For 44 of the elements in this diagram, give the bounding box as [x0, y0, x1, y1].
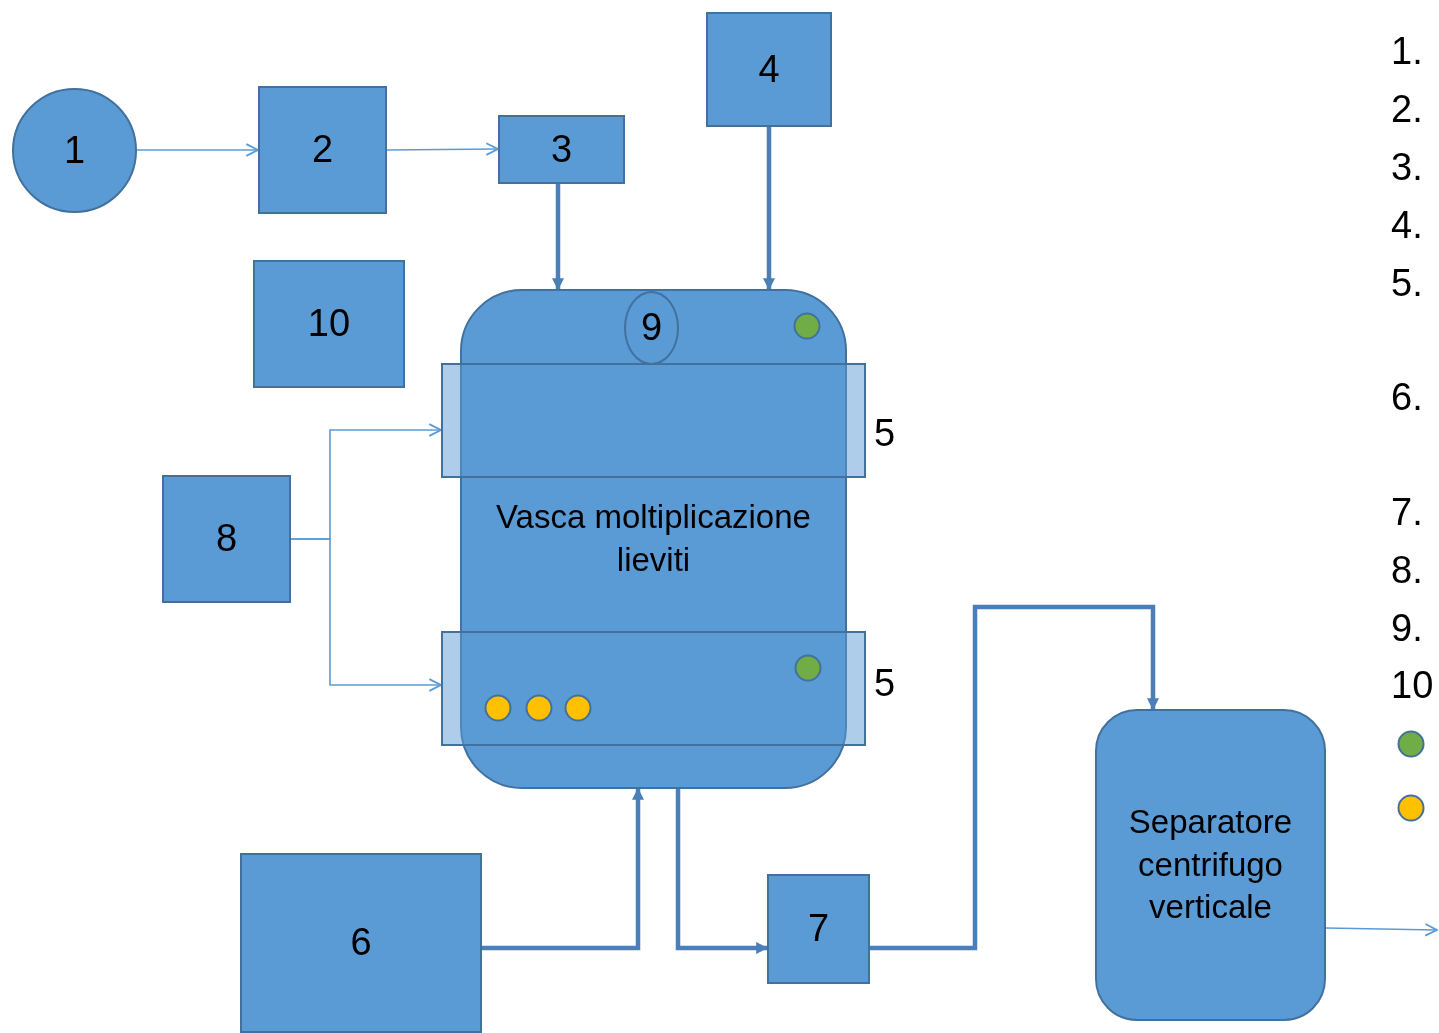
list-number: 10 — [1391, 666, 1434, 704]
process-box — [498, 115, 625, 184]
node-label: 2 — [311, 127, 334, 173]
node-label: 1 — [63, 127, 86, 173]
valve-ellipse — [624, 291, 679, 365]
process-box — [767, 874, 870, 984]
process-box — [706, 12, 832, 127]
process-box — [253, 260, 405, 388]
list-number: 4. — [1391, 206, 1423, 244]
flow-arrow — [552, 184, 564, 291]
list-number: 9. — [1391, 609, 1423, 647]
process-box — [240, 853, 482, 1033]
flow-arrow — [290, 538, 442, 692]
process-box — [162, 475, 291, 603]
node-label: 3 — [550, 126, 573, 172]
node-label: 9 — [640, 305, 663, 351]
flow-arrow — [1325, 923, 1438, 937]
list-number: 8. — [1391, 551, 1423, 589]
flow-arrow — [136, 143, 259, 157]
flow-arrow — [482, 787, 644, 951]
node-label: 4 — [758, 46, 780, 92]
separator-vessel — [1095, 709, 1326, 1021]
cooling-jacket — [441, 631, 866, 746]
flow-arrow — [870, 604, 1159, 951]
flow-arrow — [763, 127, 775, 291]
list-number: 2. — [1391, 90, 1423, 128]
tank-vessel — [460, 289, 847, 789]
jacket-label: 5 — [874, 664, 896, 702]
jacket-label: 5 — [874, 414, 896, 452]
flow-arrow — [675, 789, 769, 954]
list-number: 3. — [1391, 148, 1423, 186]
flow-arrow — [386, 142, 499, 156]
node-label: 8 — [215, 516, 238, 562]
process-box — [258, 86, 387, 214]
node-label: 7 — [807, 906, 830, 952]
node-label: Separatore centrifugo verticale — [1127, 801, 1294, 928]
node-label: Vasca moltiplicazione lieviti — [495, 497, 812, 580]
node-label: 6 — [350, 920, 372, 966]
list-number: 6. — [1391, 378, 1423, 416]
list-number: 7. — [1391, 493, 1423, 531]
node-label: 10 — [307, 301, 351, 347]
list-number: 5. — [1391, 264, 1423, 302]
list-number: 1. — [1391, 32, 1423, 70]
cooling-jacket — [441, 363, 866, 478]
